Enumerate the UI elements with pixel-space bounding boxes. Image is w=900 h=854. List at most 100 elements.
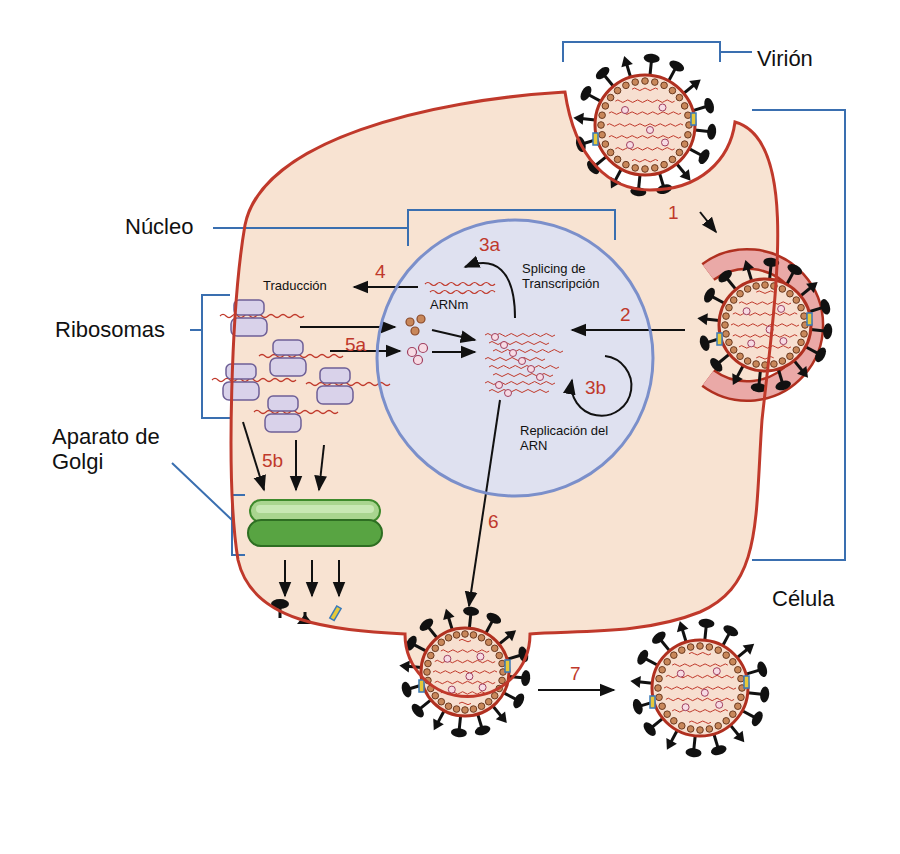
bead [496,685,503,692]
bead [659,703,666,710]
spike-stem [770,265,771,279]
spike-stem [748,693,762,694]
ribosome-small [268,396,298,411]
nucleoprotein [492,334,499,341]
spike-head [440,607,454,620]
rna-strand [489,366,559,369]
bead [661,82,668,89]
spike-head [702,286,717,304]
bead [445,703,452,710]
spike-stem [504,693,516,700]
nucleus: NúcleoSplicing de TranscripciónARNmRepli… [100,200,660,500]
rna-strand [733,313,797,316]
envelope-protein [650,696,655,708]
bead [427,652,434,659]
rna-strand [441,692,489,695]
bead [676,94,683,101]
spike-stem [809,308,822,312]
bead [697,727,704,734]
spike-stem [694,736,695,750]
node-heading: Célula [772,586,834,611]
spike-head [511,692,526,710]
spike-head [696,148,711,166]
bead [685,131,692,138]
bead [723,718,730,725]
spike-head [630,186,647,197]
bead [706,726,713,733]
envelope-protein [717,333,722,345]
rna-strand [493,350,563,353]
spike-stem [661,640,670,651]
envelope-protein [419,680,424,692]
spike-head [573,112,584,125]
bead [801,331,808,338]
rna-strand [672,664,728,667]
bead [614,156,621,163]
rna-strand [739,302,791,305]
spike-stem [723,633,730,645]
rna-strand [609,112,681,115]
bead [485,639,492,646]
bead [787,290,794,297]
spike-head [404,634,419,652]
nucleoprotein [627,142,634,149]
spike-head [750,710,765,728]
spike-head [819,298,832,316]
bead [453,706,460,713]
spike-head [813,346,828,364]
rna-strand [609,136,681,139]
ribosome [212,364,296,400]
spike-head [786,262,804,277]
spike-head [631,698,644,716]
bead [462,707,469,714]
spike-head [697,312,708,325]
part-label: Virión [757,46,813,71]
spike-stem [737,366,744,378]
process-label: ARNm [430,298,468,313]
ribosome-large [317,386,353,404]
spike-stem [507,655,520,659]
spike-head [485,611,503,626]
spike-stem [407,666,421,667]
spike-stem [727,279,736,290]
spike-head [630,675,641,688]
bead [753,283,760,290]
spike-head [399,659,410,672]
spike-head [409,702,426,720]
nucleoprotein [780,338,787,345]
spike-head [743,639,758,655]
rna-strand [489,342,549,345]
cell-membrane [231,92,778,696]
nucleoprotein [716,701,723,708]
bead [779,358,786,365]
ribosome-small [273,340,303,355]
bead [676,149,683,156]
rna-strand [739,346,791,349]
spike-stem [589,95,601,102]
spike-head [733,731,749,746]
spike-head [606,177,621,191]
spike-head [520,670,531,687]
ribosome-large [231,318,267,336]
ribosome-large [270,358,306,376]
spike-stem [645,659,657,666]
bead [470,632,477,639]
step-label: Traducción [263,279,327,294]
bead [642,78,649,85]
spike-head [722,623,740,638]
ribosome [306,368,390,404]
spike-stem [671,730,678,742]
bead [735,703,742,710]
bead [687,644,694,651]
mrna-strand [306,383,390,386]
nucleoprotein [510,350,517,357]
spike-head [759,686,770,703]
rna-strand [459,702,471,705]
spike-stem [719,354,730,363]
spike-head [643,53,660,64]
bead [661,161,668,168]
spike-stem [627,64,631,77]
spike-stem [659,173,663,186]
nucleoprotein [748,340,755,347]
